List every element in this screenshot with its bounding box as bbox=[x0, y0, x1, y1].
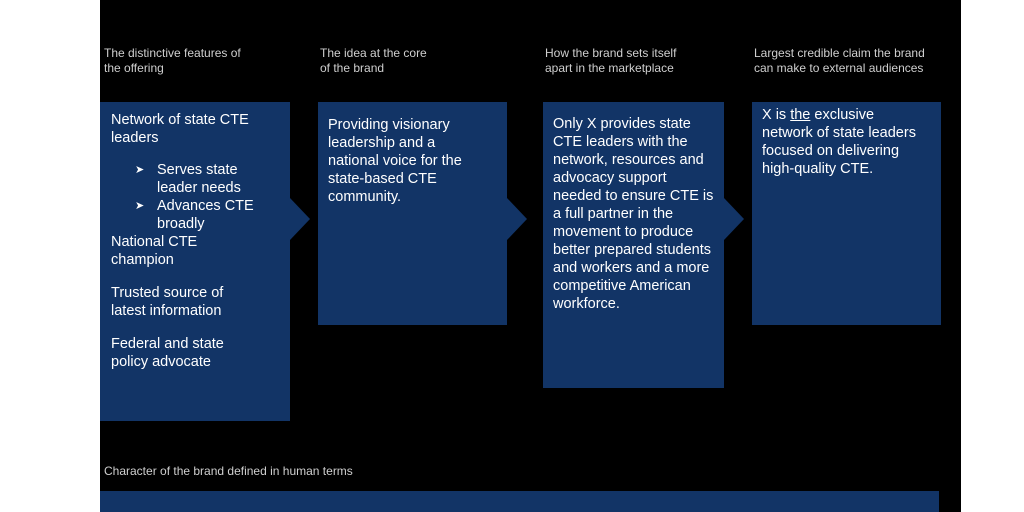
arrowhead-bullet-icon: ➤ bbox=[135, 164, 145, 176]
differentiation-box: Only X provides state CTE leaders with t… bbox=[543, 102, 724, 388]
character-header: Character of the brand defined in human … bbox=[104, 464, 353, 478]
column-4-header: Largest credible claim the brand can mak… bbox=[754, 46, 925, 75]
arrow-2-icon bbox=[507, 198, 527, 240]
features-box: Network of state CTE leaders ➤ Serves st… bbox=[100, 102, 290, 421]
claim-text-underlined: the bbox=[790, 107, 811, 123]
arrowhead-bullet-icon: ➤ bbox=[135, 200, 145, 212]
feature-bullet-2: ➤ Advances CTE broadly bbox=[135, 197, 280, 233]
core-idea-text: Providing visionary leadership and a nat… bbox=[328, 117, 462, 205]
feature-trusted-source: Trusted source of latest information bbox=[111, 285, 224, 319]
column-3-header: How the brand sets itself apart in the m… bbox=[545, 46, 677, 75]
differentiation-text: Only X provides state CTE leaders with t… bbox=[553, 116, 714, 312]
arrow-3-icon bbox=[724, 198, 744, 240]
feature-bullet-1: ➤ Serves state leader needs bbox=[135, 161, 280, 197]
character-box bbox=[100, 491, 939, 512]
feature-network: Network of state CTE leaders bbox=[111, 112, 249, 146]
feature-bullet-2-text: Advances CTE broadly bbox=[157, 198, 254, 232]
arrow-1-icon bbox=[290, 198, 310, 240]
core-idea-box: Providing visionary leadership and a nat… bbox=[318, 102, 507, 325]
column-2-header: The idea at the core of the brand bbox=[320, 46, 427, 75]
credible-claim-text: X is the exclusive network of state lead… bbox=[762, 106, 922, 178]
claim-text-end: exclusive network of state leaders focus… bbox=[762, 107, 916, 177]
column-1-header: The distinctive features of the offering bbox=[104, 46, 241, 75]
feature-bullet-1-text: Serves state leader needs bbox=[157, 162, 241, 196]
feature-policy-advocate: Federal and state policy advocate bbox=[111, 336, 224, 370]
feature-champion: National CTE champion bbox=[111, 234, 198, 268]
claim-text-start: X is bbox=[762, 107, 791, 123]
credible-claim-box: X is the exclusive network of state lead… bbox=[752, 102, 941, 325]
